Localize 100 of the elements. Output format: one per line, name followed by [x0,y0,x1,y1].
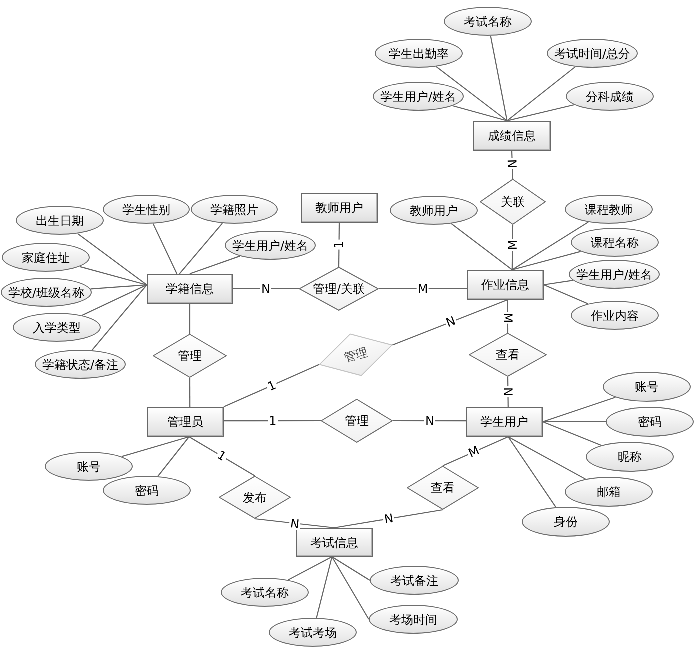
attribute-name: 邮箱 [597,485,621,499]
attribute-name: 学籍状态/备注 [42,358,119,372]
cardinality-label: 1 [333,240,346,250]
connector-line [332,556,370,620]
relationship-diamond [469,333,547,377]
relationship-name: 查看 [431,481,455,495]
attribute-name: 学籍照片 [210,202,258,216]
connector-line [543,421,606,423]
connector-line [544,280,574,286]
relationship-diamond [407,466,479,510]
entity-name: 考试信息 [310,536,358,550]
entity-box [147,407,224,437]
connector-line [189,378,191,407]
entity-box [466,407,543,437]
cardinality-label: M [416,282,430,295]
connector-line [189,436,256,476]
attribute-ellipse [45,452,133,481]
attribute-name: 考试名称 [464,14,512,28]
connector-line [508,436,586,480]
cardinality-label: M [502,312,514,324]
connector-line [512,251,582,271]
connector-line [542,421,602,446]
attribute-name: 学生用户/姓名 [576,268,653,282]
attribute-name: 学生出勤率 [389,46,449,60]
connector-line [338,223,340,267]
entity-name: 管理员 [168,415,204,429]
attribute-name: 密码 [638,415,662,429]
connector-line [80,266,148,286]
connector-line [316,556,333,618]
cardinality-label: N [424,415,435,428]
relationship-diamond [321,399,393,443]
connector-line [512,222,589,270]
connector-line [224,420,321,422]
attribute-name: 考试考场 [289,626,337,640]
entity-box [473,121,551,151]
connector-line [393,420,466,422]
attribute-name: 分科成绩 [586,90,634,104]
attribute-name: 入学类型 [33,320,81,334]
attribute-name: 家庭住址 [22,250,70,264]
connector-line [507,104,575,122]
connector-line [158,436,190,477]
connector-line [224,364,320,408]
attribute-name: 考场时间 [390,612,438,626]
connector-line [379,288,467,290]
cardinality-label: 1 [214,448,229,464]
entity-name: 成绩信息 [488,129,536,143]
attribute-ellipse [2,243,90,272]
attribute-ellipse [16,206,104,235]
connector-line [508,436,557,508]
connector-line [442,436,509,466]
attribute-name: 学校/班级名称 [8,286,85,300]
connector-line [436,66,508,122]
connector-line [82,284,148,316]
entity-name: 教师用户 [316,201,364,215]
connector-line [542,396,616,423]
entity-box [467,270,544,300]
attribute-name: 密码 [135,484,159,498]
connector-line [152,224,178,274]
connector-line [77,233,148,286]
cardinality-label: N [260,283,272,295]
attribute-ellipse [373,82,464,111]
attribute-name: 课程教师 [585,202,633,216]
entity-box [147,274,233,304]
attribute-name: 学生用户/姓名 [232,238,309,252]
cardinality-label: N [502,386,514,398]
cardinality-label: M [466,444,482,460]
connector-line [452,105,508,122]
relationship-name: 管理/关联 [312,282,366,296]
attribute-name: 考试名称 [241,586,289,600]
relationship-name: 管理 [342,345,370,365]
attribute-name: 作业内容 [591,308,639,322]
connector-line [90,284,148,290]
entity-name: 作业信息 [482,278,530,292]
connector-line [189,304,191,334]
connector-line [332,556,370,581]
attribute-name: 考试备注 [390,574,438,588]
connector-line [288,556,332,581]
cardinality-label: N [506,158,519,170]
attribute-name: 学生性别 [122,202,170,216]
attribute-name: 身份 [554,515,578,529]
connector-line [490,36,508,122]
attribute-name: 出生日期 [36,214,84,228]
relationship-name: 管理 [178,349,202,363]
attribute-ellipse [13,313,101,342]
attribute-name: 学生用户/姓名 [380,90,457,104]
connector-line [92,284,148,351]
connector-line [190,256,240,275]
connector-line [451,223,513,270]
attribute-ellipse [103,195,190,224]
attribute-name: 考试时间/总分 [554,46,631,60]
relationship-diamond [153,334,227,378]
attribute-name: 课程名称 [591,236,639,250]
cardinality-label: 1 [268,415,278,428]
connector-line [544,284,588,304]
entity-box [296,528,373,557]
attribute-ellipse [571,228,659,257]
connector-line [254,518,335,529]
relationship-name: 发布 [243,490,267,504]
entity-box [301,193,378,223]
attribute-name: 账号 [77,460,101,474]
